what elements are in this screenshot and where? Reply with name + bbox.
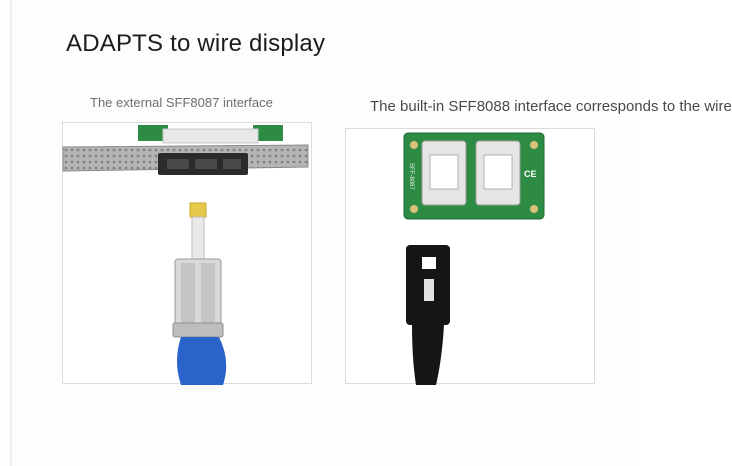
plug-latch (422, 257, 436, 269)
pcb-gold-fingers (162, 128, 259, 144)
shell-rib-left (181, 263, 195, 323)
built-in-interface-illustration: CE SFF-8087 (403, 132, 545, 385)
ce-mark-icon: CE (524, 169, 537, 179)
right-caption: The built-in SFF8088 interface correspon… (370, 98, 732, 115)
built-in-interface-panel: CE SFF-8087 (345, 128, 595, 385)
pcb-edge-left (138, 125, 168, 141)
mount-hole-bl (410, 205, 418, 213)
left-caption: The external SFF8087 interface (90, 95, 273, 110)
mount-hole-tr (530, 141, 538, 149)
left-border-line (10, 0, 12, 466)
mount-hole-br (530, 205, 538, 213)
latch-tab (189, 202, 207, 218)
product-image-page: ADAPTS to wire display The external SFF8… (10, 0, 732, 466)
mount-hole-tl (410, 141, 418, 149)
page-title: ADAPTS to wire display (66, 30, 326, 57)
port-slot-left (167, 159, 189, 169)
port-right-opening (483, 154, 513, 190)
black-cable (412, 325, 444, 385)
plug-window (424, 279, 434, 301)
port-slot-third (223, 159, 241, 169)
pcb-edge-right (253, 125, 283, 141)
blue-cable (177, 337, 227, 385)
shell-rib-right (201, 263, 215, 323)
pull-strap (191, 216, 205, 260)
pcb-marking: SFF-8087 (408, 163, 414, 190)
external-interface-illustration (62, 125, 309, 385)
port-left-opening (429, 154, 459, 190)
external-interface-panel (62, 122, 312, 385)
port-slot-right (195, 159, 217, 169)
connector-collar (172, 322, 224, 338)
